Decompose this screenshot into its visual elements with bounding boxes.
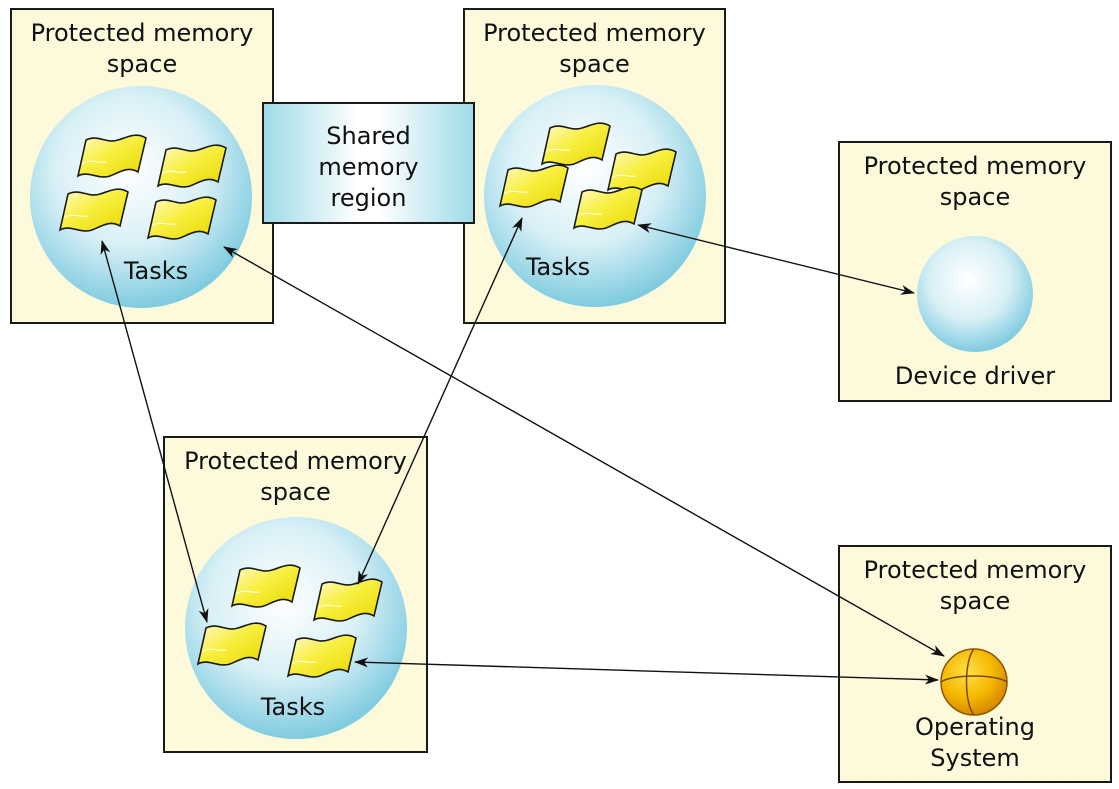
task-flag-icon (147, 196, 217, 240)
task-flag-icon (499, 164, 569, 208)
task-flag-icon (59, 188, 129, 232)
tasks-label: Tasks (525, 253, 591, 281)
shared-memory-region: Shared memory region (262, 102, 475, 224)
task-flag-icon (313, 578, 383, 622)
task-flag-icon (197, 622, 267, 666)
task-flag-icon (231, 564, 301, 608)
arrow-tasks-middle-to-bottom (357, 217, 523, 585)
operating-system-sphere-icon (940, 648, 1008, 716)
arrow-tasks-left-to-os (223, 246, 945, 657)
operating-system-label: Operating System (915, 713, 1035, 772)
task-flag-icon (607, 148, 677, 192)
task-flag-icon (77, 134, 147, 178)
tasks-label: Tasks (123, 257, 189, 285)
tasks-label: Tasks (260, 693, 326, 721)
device-driver-label: Device driver (894, 362, 1056, 390)
device-driver-sphere-icon (917, 236, 1033, 352)
arrow-tasks-left-to-bottom (100, 240, 209, 623)
task-flag-icon (541, 122, 611, 166)
arrow-tasks-bottom-to-os (354, 657, 939, 685)
space-title: Protected memory space (30, 19, 254, 78)
task-flag-icon (573, 186, 643, 230)
space-title: Protected memory space (483, 19, 706, 78)
space-title: Protected memory space (863, 152, 1087, 211)
shared-memory-label: Shared memory region (318, 122, 419, 212)
task-flag-icon (157, 144, 227, 188)
task-flag-icon (287, 634, 357, 678)
